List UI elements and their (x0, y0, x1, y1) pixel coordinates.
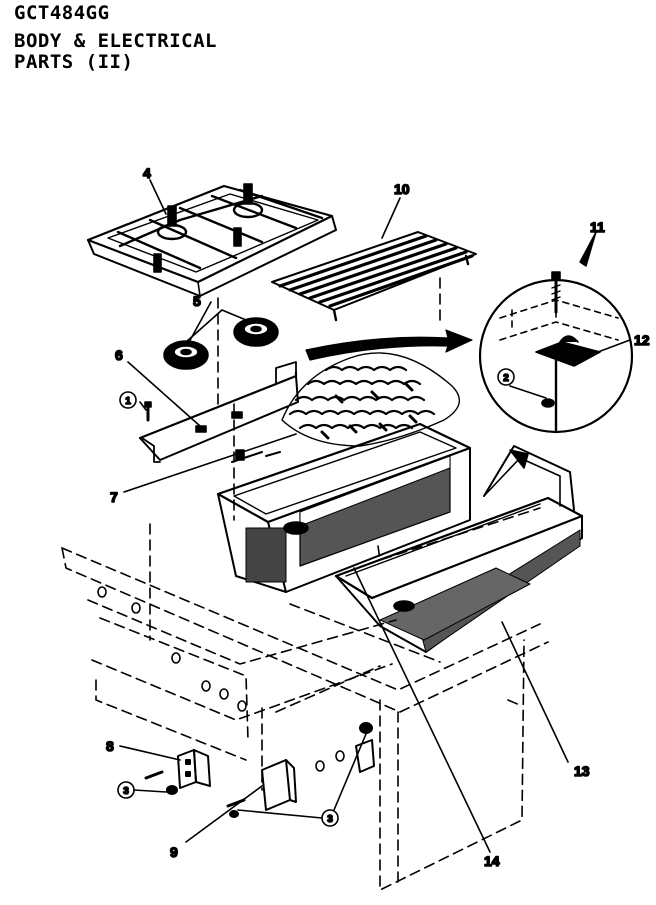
detail-arrow (305, 329, 473, 361)
burner-heads (163, 309, 279, 370)
circled-label-1: 1 (125, 396, 131, 407)
callout-6: 6 (115, 347, 123, 363)
circled-label-2: 2 (503, 373, 509, 384)
mounting-brackets (144, 722, 375, 818)
grill-rack (271, 231, 477, 322)
burner-grate (86, 183, 337, 297)
callout-9: 9 (170, 844, 178, 860)
callout-11: 11 (590, 219, 605, 235)
callout-5: 5 (193, 293, 201, 309)
callout-12: 12 (634, 332, 650, 348)
diagram-title-line2: PARTS (II) (14, 51, 134, 73)
detail-inset (478, 231, 634, 434)
circled-callout-1: 1 (119, 391, 137, 409)
lava-rock (281, 352, 461, 447)
circled-callout-3a: 3 (117, 781, 135, 799)
callout-8: 8 (106, 738, 114, 754)
circled-label-3a: 3 (123, 786, 129, 797)
screw-part-1 (144, 401, 152, 422)
body-cabinet (61, 277, 549, 891)
drip-pan (216, 422, 472, 593)
callout-13: 13 (574, 763, 590, 779)
leader-lines (119, 179, 631, 853)
diagram-title-line1: BODY & ELECTRICAL (14, 30, 217, 52)
circled-callout-2: 2 (497, 368, 515, 386)
callout-4: 4 (143, 165, 151, 181)
model-number: GCT484GG (14, 2, 110, 24)
callout-14: 14 (484, 853, 500, 869)
circled-label-3b: 3 (327, 814, 333, 825)
callout-10: 10 (394, 181, 410, 197)
callout-7: 7 (110, 489, 118, 505)
burner-bracket (138, 361, 299, 463)
side-drip-tray (334, 445, 584, 653)
circled-callout-3b: 3 (321, 809, 339, 827)
body-holes (97, 586, 345, 772)
